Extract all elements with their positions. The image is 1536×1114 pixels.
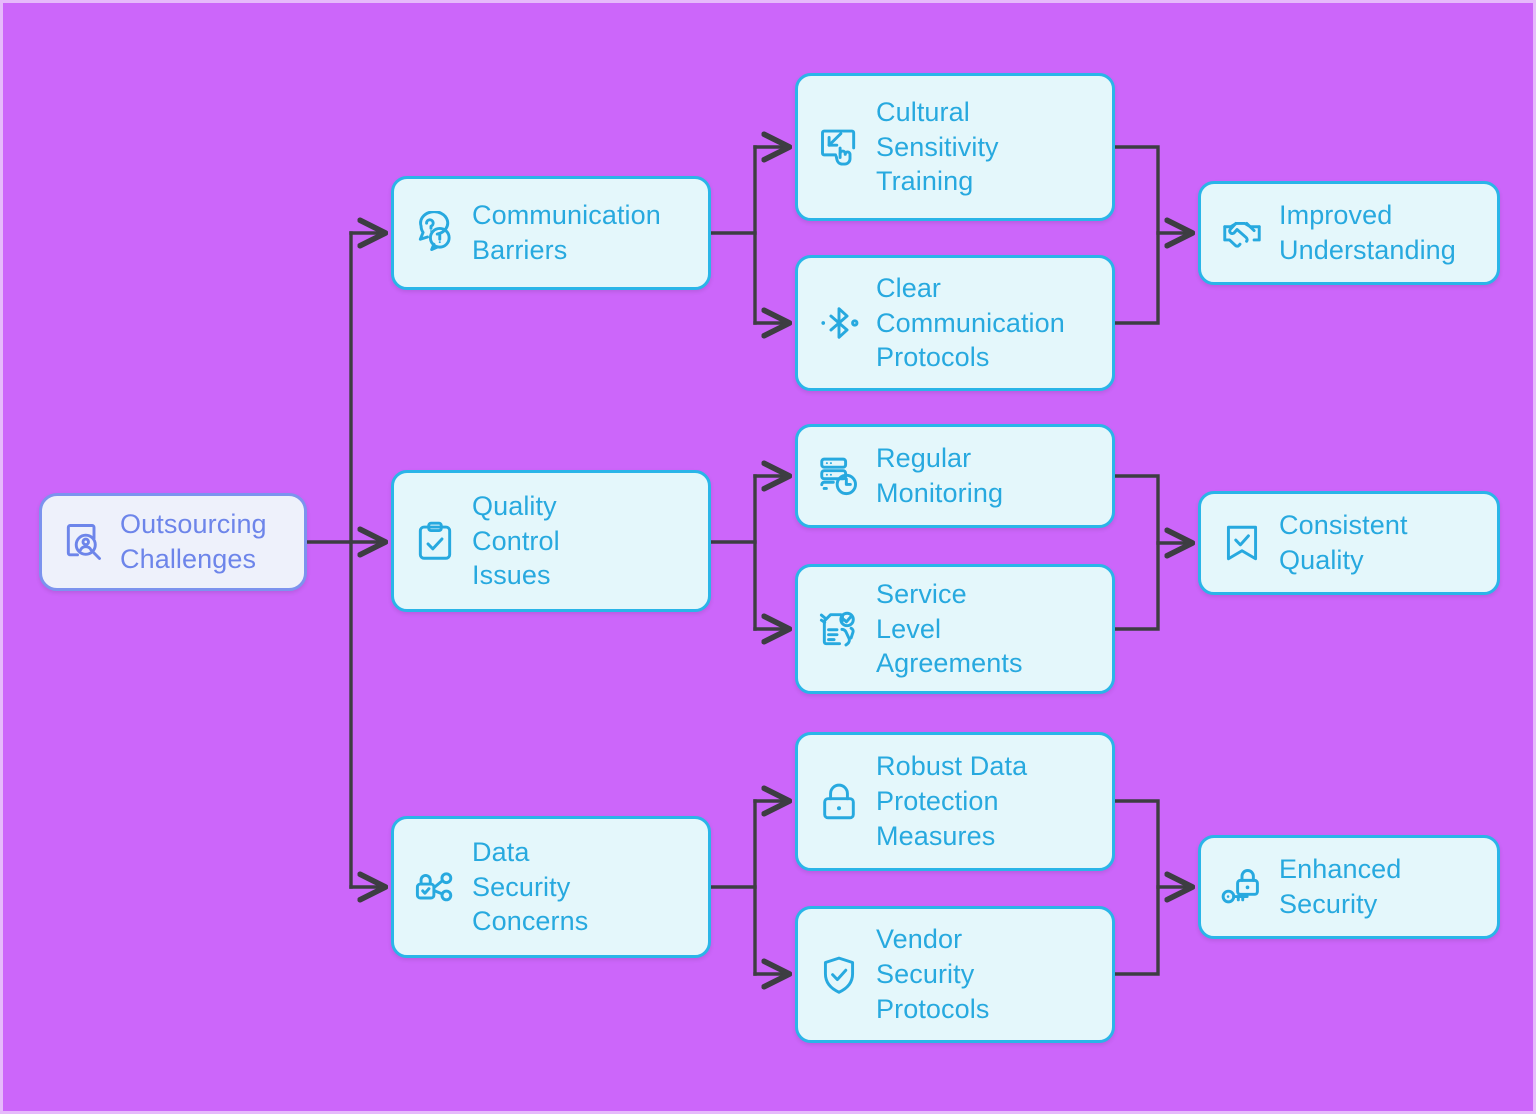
node-clear-communication-protocols[interactable]: Clear Communication Protocols: [795, 255, 1115, 391]
node-label: Clear Communication Protocols: [876, 272, 1065, 373]
node-label: Enhanced Security: [1279, 854, 1402, 919]
shield-check-icon: [816, 952, 862, 998]
node-label: Cultural Sensitivity Training: [876, 96, 999, 197]
node-cultural-sensitivity-training[interactable]: Cultural Sensitivity Training: [795, 73, 1115, 221]
node-label: Robust Data Protection Measures: [876, 751, 1028, 851]
lock-network-icon: [412, 864, 458, 910]
drag-resize-hand-icon: [816, 124, 862, 170]
node-label: Communication Barriers: [472, 200, 661, 265]
node-outsourcing-challenges[interactable]: Outsourcing Challenges: [39, 493, 307, 591]
node-data-security-concerns[interactable]: Data Security Concerns: [391, 816, 711, 958]
node-quality-control-issues[interactable]: Quality Control Issues: [391, 470, 711, 612]
server-clock-icon: [816, 453, 862, 499]
node-label: Consistent Quality: [1279, 510, 1408, 575]
contract-check-hand-icon: [816, 606, 862, 652]
chat-question-alert-icon: [412, 210, 458, 256]
node-label: Service Level Agreements: [876, 578, 1023, 679]
node-service-level-agreements[interactable]: Service Level Agreements: [795, 564, 1115, 694]
padlock-icon: [816, 779, 862, 825]
node-label: Improved Understanding: [1279, 200, 1456, 265]
user-search-document-icon: [60, 519, 106, 565]
handshake-icon: [1219, 210, 1265, 256]
node-vendor-security-protocols[interactable]: Vendor Security Protocols: [795, 906, 1115, 1043]
node-label: Quality Control Issues: [472, 490, 560, 591]
bookmark-check-icon: [1219, 520, 1265, 566]
node-label: Regular Monitoring: [876, 443, 1004, 508]
node-label: Outsourcing Challenges: [120, 509, 267, 574]
node-enhanced-security[interactable]: Enhanced Security: [1198, 835, 1500, 939]
clipboard-check-icon: [412, 518, 458, 564]
edge-merge-improved: [1113, 145, 1160, 325]
node-regular-monitoring[interactable]: Regular Monitoring: [795, 424, 1115, 528]
node-communication-barriers[interactable]: Communication Barriers: [391, 176, 711, 290]
node-label: Data Security Concerns: [472, 836, 589, 937]
node-improved-understanding[interactable]: Improved Understanding: [1198, 181, 1500, 285]
node-robust-data-protection-measures[interactable]: Robust Data Protection Measures: [795, 732, 1115, 871]
bluetooth-connected-icon: [816, 300, 862, 346]
lock-key-icon: [1219, 864, 1265, 910]
node-consistent-quality[interactable]: Consistent Quality: [1198, 491, 1500, 595]
edge-merge-enhanced: [1113, 799, 1160, 976]
edge-merge-consistent: [1113, 474, 1160, 631]
node-label: Vendor Security Protocols: [876, 924, 990, 1024]
